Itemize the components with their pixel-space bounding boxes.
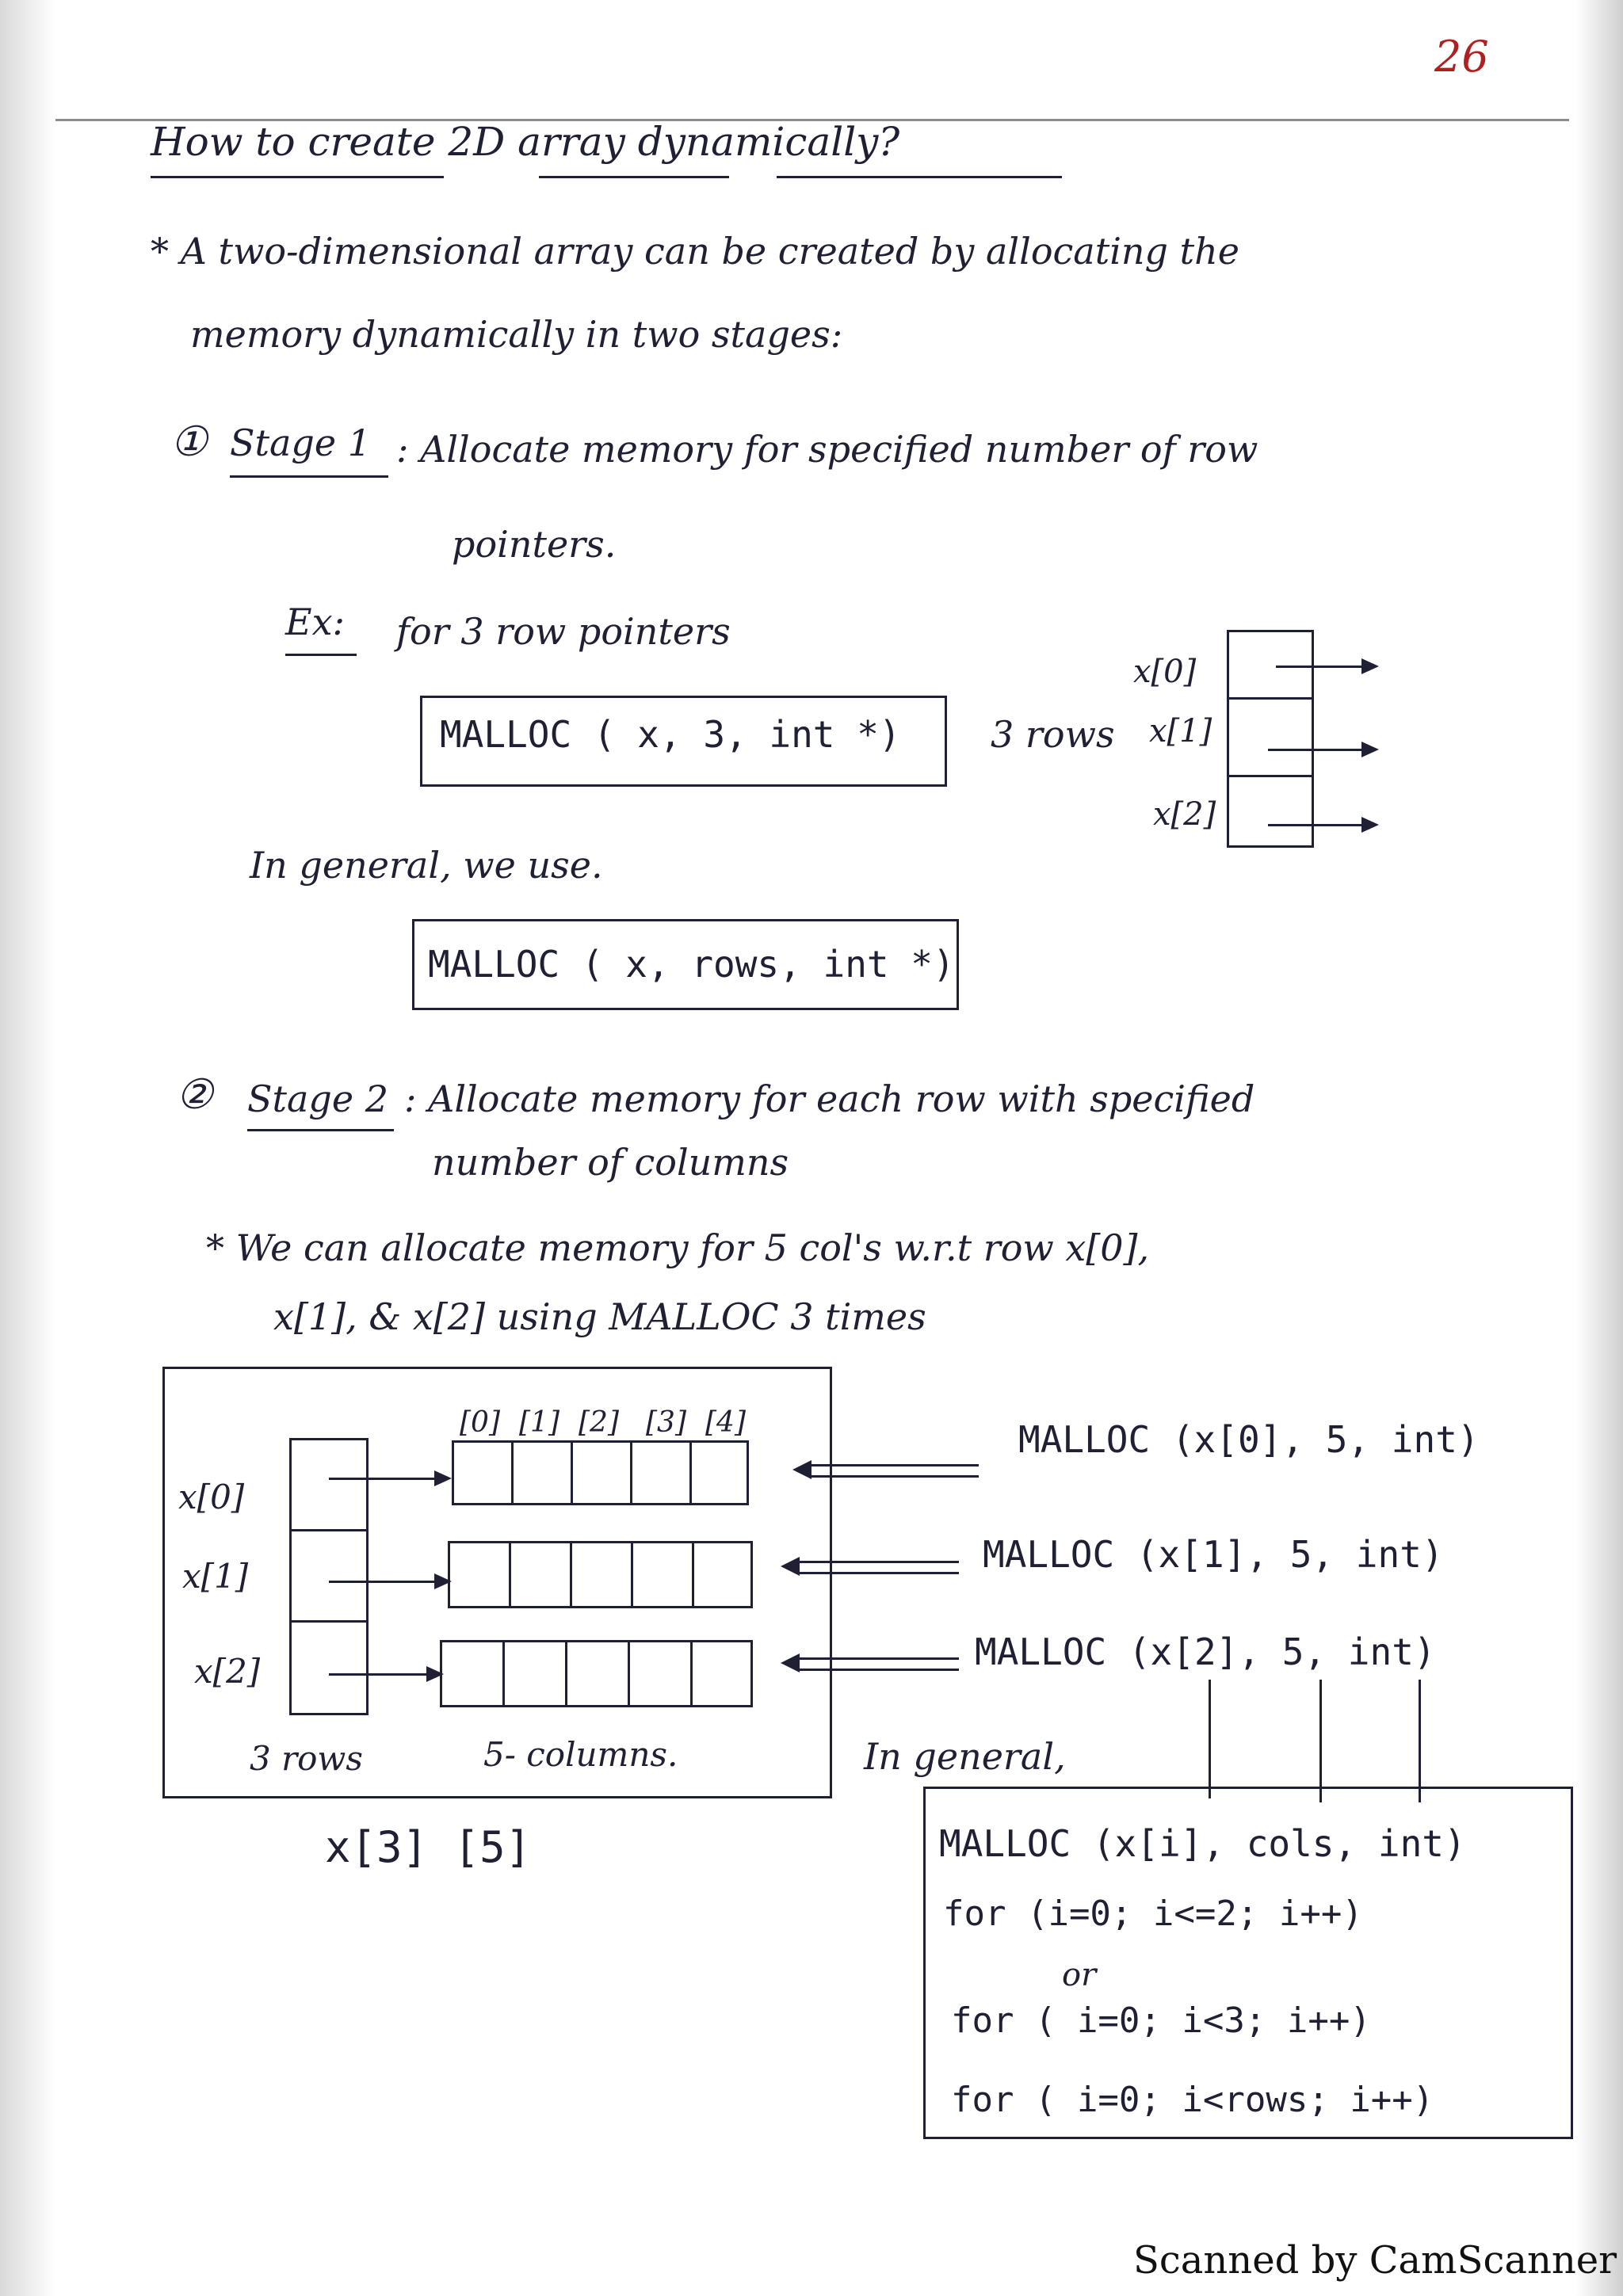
cell-divider bbox=[631, 1541, 633, 1608]
row-arrow bbox=[329, 1478, 440, 1480]
example-text: for 3 row pointers bbox=[396, 610, 731, 653]
general-box-line: or bbox=[1062, 1957, 1096, 1993]
arrow-head-icon bbox=[1361, 817, 1379, 833]
arrow-head-icon bbox=[1361, 658, 1379, 674]
double-arrow-line bbox=[796, 1669, 959, 1671]
cell-divider bbox=[689, 1440, 692, 1505]
column-index: [4] bbox=[705, 1406, 746, 1439]
stage2-general-text: In general, bbox=[864, 1735, 1066, 1778]
row-pointer-array bbox=[1227, 630, 1314, 848]
row-pointer-label: x[2] bbox=[1153, 796, 1216, 833]
cell-divider bbox=[289, 1620, 369, 1623]
cell-divider bbox=[289, 1529, 369, 1531]
stage1-text-line2: pointers. bbox=[452, 523, 616, 566]
malloc-call: MALLOC (x[2], 5, int) bbox=[975, 1630, 1436, 1673]
scan-edge-right bbox=[1575, 0, 1623, 2296]
example-underline bbox=[285, 654, 357, 656]
page-number: 26 bbox=[1434, 32, 1489, 82]
array-notation: x[3] [5] bbox=[325, 1822, 531, 1872]
stage2-note-line2: x[1], & x[2] using MALLOC 3 times bbox=[273, 1295, 926, 1338]
arrow-head-icon bbox=[1361, 742, 1379, 757]
scanner-watermark: Scanned by CamScanner bbox=[1133, 2238, 1617, 2283]
cell-divider bbox=[628, 1640, 630, 1707]
stage2-text-line2: number of columns bbox=[432, 1141, 789, 1184]
down-arrow bbox=[1419, 1680, 1421, 1802]
row-pointer-label: x[1] bbox=[1149, 713, 1212, 749]
cell-divider bbox=[571, 1440, 573, 1505]
row-array bbox=[440, 1640, 753, 1707]
page-title: How to create 2D array dynamically? bbox=[151, 119, 899, 165]
stage1-general-text: In general, we use. bbox=[250, 844, 603, 887]
example-label: Ex: bbox=[285, 601, 345, 643]
cell-divider bbox=[570, 1541, 572, 1608]
stage2-underline bbox=[247, 1129, 394, 1131]
down-arrow bbox=[1319, 1680, 1322, 1802]
pointer-arrow bbox=[1268, 749, 1363, 751]
general-box-line: for ( i=0; i<3; i++) bbox=[951, 2000, 1371, 2041]
stage2-text-line1: : Allocate memory for each row with spec… bbox=[404, 1077, 1254, 1120]
stage1-marker: ① bbox=[170, 418, 208, 466]
title-underline bbox=[777, 176, 1062, 178]
row-arrow bbox=[329, 1673, 432, 1676]
stage2-label: Stage 2 bbox=[247, 1077, 388, 1120]
cell-divider bbox=[509, 1541, 511, 1608]
cell-divider bbox=[630, 1440, 632, 1505]
double-arrow-line bbox=[808, 1464, 979, 1466]
malloc-call: MALLOC (x[0], 5, int) bbox=[1018, 1418, 1480, 1461]
pointer-arrow bbox=[1276, 666, 1363, 668]
double-arrow-line bbox=[796, 1657, 959, 1660]
row-name: x[0] bbox=[178, 1478, 244, 1516]
double-arrow-line bbox=[796, 1561, 959, 1563]
general-box-line: MALLOC (x[i], cols, int) bbox=[939, 1822, 1466, 1865]
arrow-head-icon bbox=[434, 1470, 452, 1486]
cell-divider bbox=[692, 1541, 694, 1608]
double-arrow-line bbox=[796, 1572, 959, 1574]
columns-caption: 5- columns. bbox=[483, 1735, 678, 1774]
stage2-note-line1: * We can allocate memory for 5 col's w.r… bbox=[206, 1226, 1149, 1269]
rows-label: 3 rows bbox=[991, 713, 1115, 756]
column-index: [1] bbox=[519, 1406, 559, 1439]
malloc-call: MALLOC (x[1], 5, int) bbox=[983, 1533, 1444, 1576]
column-index: [3] bbox=[646, 1406, 686, 1439]
row-pointer-label: x[0] bbox=[1133, 654, 1196, 690]
cell-divider bbox=[690, 1640, 693, 1707]
cell-divider bbox=[1227, 775, 1314, 777]
general-box-line: for ( i=0; i<rows; i++) bbox=[951, 2080, 1434, 2120]
intro-line-2: memory dynamically in two stages: bbox=[190, 313, 842, 356]
row-array bbox=[452, 1440, 749, 1505]
cell-divider bbox=[511, 1440, 514, 1505]
row-array bbox=[448, 1541, 753, 1608]
intro-line-1: * A two-dimensional array can be created… bbox=[151, 230, 1239, 273]
stage1-code: MALLOC ( x, 3, int *) bbox=[440, 713, 901, 756]
scan-edge-left bbox=[0, 0, 55, 2296]
stage1-general-code: MALLOC ( x, rows, int *) bbox=[428, 943, 955, 986]
column-index: [0] bbox=[460, 1406, 500, 1439]
pointer-arrow bbox=[1268, 824, 1363, 826]
stage1-underline bbox=[230, 475, 388, 478]
cell-divider bbox=[1227, 697, 1314, 700]
row-name: x[2] bbox=[194, 1652, 260, 1691]
down-arrow bbox=[1209, 1680, 1211, 1798]
column-index: [2] bbox=[579, 1406, 619, 1439]
general-box-line: for (i=0; i<=2; i++) bbox=[943, 1894, 1363, 1934]
cell-divider bbox=[502, 1640, 505, 1707]
rows-caption: 3 rows bbox=[250, 1739, 363, 1778]
title-underline bbox=[539, 176, 729, 178]
row-arrow bbox=[329, 1581, 440, 1583]
title-underline bbox=[151, 176, 444, 178]
stage1-label: Stage 1 bbox=[230, 421, 371, 464]
cell-divider bbox=[565, 1640, 567, 1707]
row-name: x[1] bbox=[182, 1557, 248, 1596]
stage2-marker: ② bbox=[176, 1071, 213, 1119]
double-arrow-line bbox=[808, 1475, 979, 1478]
stage1-text-line1: : Allocate memory for specified number o… bbox=[396, 428, 1258, 471]
